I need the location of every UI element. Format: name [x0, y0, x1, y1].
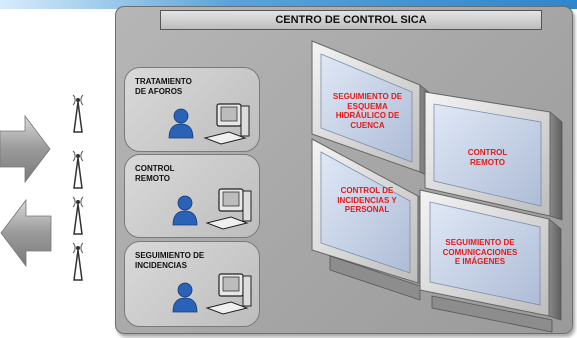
arrow-right-icon	[0, 114, 51, 184]
computer-icon	[205, 273, 252, 315]
arrow-left-icon	[0, 198, 52, 268]
monitor-seguimiento-comunicaciones	[419, 189, 562, 333]
user-icon	[168, 108, 194, 139]
station-label: SEGUIMIENTO DE INCIDENCIAS	[135, 251, 205, 270]
station-seguimiento-incidencias: SEGUIMIENTO DE INCIDENCIAS	[124, 241, 260, 327]
user-icon	[172, 195, 198, 226]
monitor-control-remoto	[424, 91, 563, 221]
station-label: CONTROL REMOTO	[135, 164, 175, 183]
monitor-control-incidencias	[311, 138, 431, 301]
control-center-title: CENTRO DE CONTROL SICA	[160, 10, 542, 30]
monitor-label: CONTROL REMOTO	[467, 148, 508, 167]
monitor-label: SEGUIMIENTO DE ESQUEMA HIDRÁULICO DE CUE…	[332, 92, 403, 130]
antenna-icon	[72, 242, 84, 281]
top-banner	[0, 0, 577, 9]
computer-icon	[205, 188, 252, 230]
user-icon	[172, 282, 198, 313]
station-label: TRATAMIENTO DE AFOROS	[135, 77, 192, 96]
monitor-label: CONTROL DE INCIDENCIAS Y PERSONAL	[337, 186, 397, 214]
communication-area	[0, 94, 84, 281]
station-tratamiento-aforos: TRATAMIENTO DE AFOROS	[124, 67, 260, 152]
monitor-seguimiento-esquema	[311, 40, 433, 179]
station-control-remoto: CONTROL REMOTO	[124, 154, 260, 238]
antenna-icon	[72, 94, 84, 133]
antenna-icon	[72, 196, 84, 235]
computer-icon	[203, 103, 250, 145]
antenna-icon	[72, 150, 84, 189]
monitor-label: SEGUIMIENTO DE COMUNICACIONES E IMÁGENES	[442, 238, 518, 266]
